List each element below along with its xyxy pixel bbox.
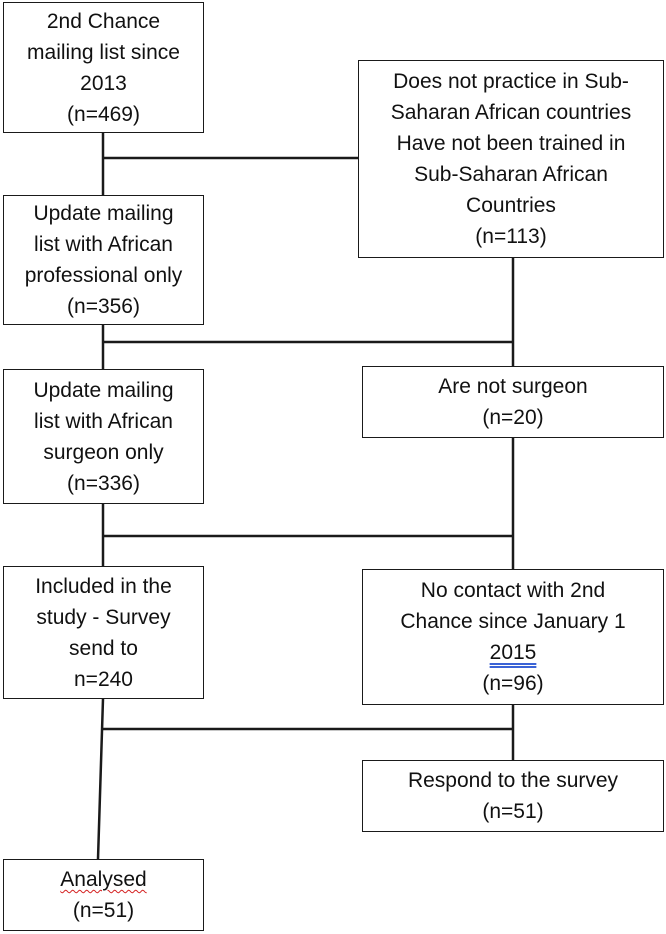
exclusion-contact-line-2: Chance since January 1 — [400, 610, 626, 633]
exclusion-africa-line-3: Have not been trained in — [396, 132, 626, 155]
exclusion-contact-count: (n=96) — [482, 672, 544, 695]
exclusion-africa-line-1: Does not practice in Sub- — [393, 70, 629, 93]
respond-count: (n=51) — [482, 800, 544, 823]
update-professional-count: (n=356) — [67, 295, 140, 318]
mailing-list-box: 2nd Chance mailing list since 2013 (n=46… — [3, 2, 204, 133]
exclusion-surgeon-count: (n=20) — [482, 406, 544, 429]
analysed-line-1: Analysed — [60, 868, 147, 891]
update-professional-box: Update mailing list with African profess… — [3, 195, 204, 325]
exclusion-africa-line-5: Countries — [466, 194, 556, 217]
mailing-list-line-1: 2nd Chance — [46, 9, 161, 33]
analysed-box: Analysed (n=51) — [3, 859, 204, 931]
update-professional-line-2: list with African — [34, 233, 173, 256]
update-surgeon-line-2: list with African — [34, 409, 173, 433]
included-line-2: study - Survey — [36, 605, 171, 629]
update-surgeon-line-3: surgeon only — [43, 440, 164, 464]
exclusion-surgeon-box: Are not surgeon (n=20) — [362, 366, 664, 438]
update-professional-line-1: Update mailing — [33, 202, 174, 225]
analysed-count: (n=51) — [72, 899, 135, 922]
included-line-3: send to — [69, 636, 138, 660]
update-surgeon-line-1: Update mailing — [33, 378, 174, 402]
included-count: n=240 — [74, 667, 133, 691]
exclusion-africa-line-4: Sub-Saharan African — [414, 163, 608, 186]
exclusion-contact-line-1: No contact with 2nd — [420, 579, 606, 602]
mailing-list-count: (n=469) — [67, 102, 140, 126]
exclusion-contact-line-3: 2015 — [489, 641, 537, 664]
exclusion-africa-box: Does not practice in Sub- Saharan Africa… — [358, 60, 664, 258]
exclusion-contact-box: No contact with 2nd Chance since January… — [362, 569, 664, 705]
mailing-list-line-3: 2013 — [80, 71, 127, 95]
connector-main-4 — [96, 698, 105, 860]
update-surgeon-box: Update mailing list with African surgeon… — [3, 369, 204, 504]
exclusion-surgeon-line-1: Are not surgeon — [438, 375, 588, 398]
exclusion-africa-line-2: Saharan African countries — [390, 101, 632, 124]
update-surgeon-count: (n=336) — [67, 471, 140, 495]
exclusion-africa-count: (n=113) — [475, 225, 547, 248]
mailing-list-line-2: mailing list since — [27, 40, 180, 64]
included-box: Included in the study - Survey send to n… — [3, 566, 204, 699]
included-line-1: Included in the — [35, 574, 172, 598]
update-professional-line-3: professional only — [24, 264, 183, 287]
respond-line-1: Respond to the survey — [407, 769, 619, 792]
respond-box: Respond to the survey (n=51) — [362, 760, 664, 832]
